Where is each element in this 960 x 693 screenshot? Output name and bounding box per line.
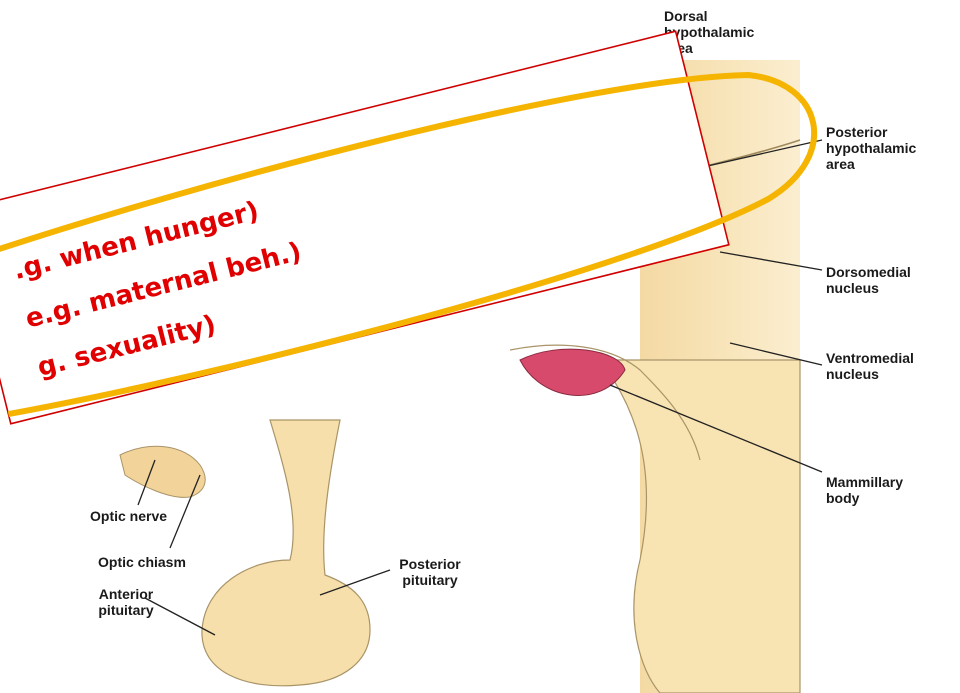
mammillary-body-shape <box>520 349 625 395</box>
optic-nerve-shape <box>120 446 205 497</box>
label-optic-nerve: Optic nerve <box>90 508 167 524</box>
label-optic-chiasm: Optic chiasm <box>98 554 186 570</box>
pituitary-stalk <box>202 420 370 686</box>
label-ventromedial-nucleus: Ventromedial nucleus <box>826 350 914 382</box>
brainstem-outline <box>600 360 800 693</box>
label-anterior-pituitary: Anterior pituitary <box>86 586 166 618</box>
label-posterior-pituitary: Posterior pituitary <box>390 556 470 588</box>
label-mammillary-body: Mammillary body <box>826 474 903 506</box>
label-posterior-hypothalamic-area: Posterior hypothalamic area <box>826 124 916 172</box>
label-dorsomedial-nucleus: Dorsomedial nucleus <box>826 264 911 296</box>
